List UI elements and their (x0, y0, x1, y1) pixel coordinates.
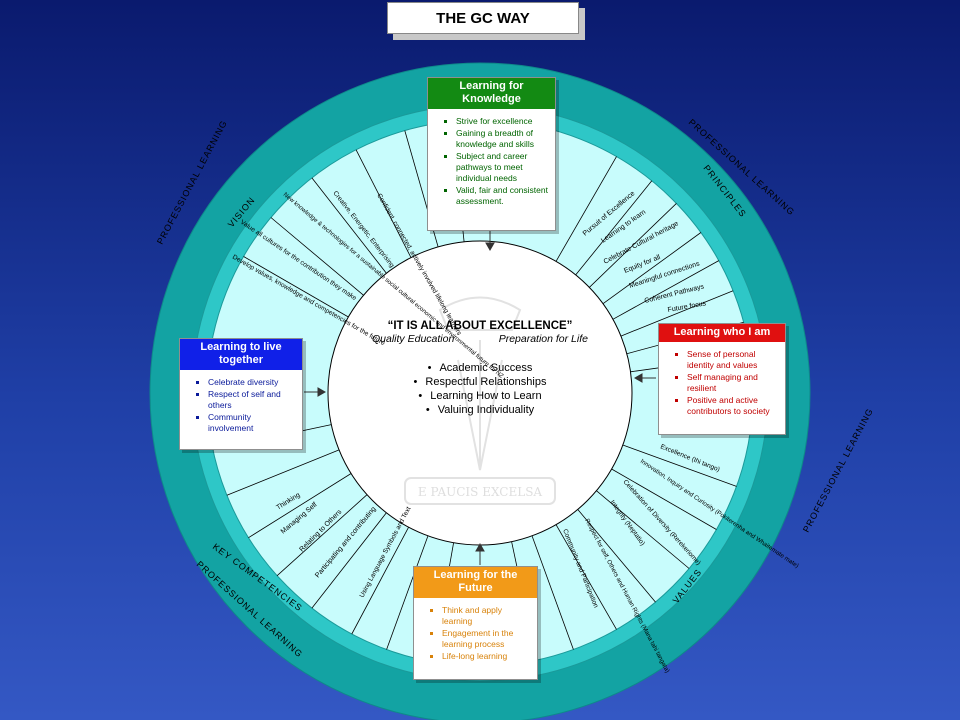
segment-divider (311, 177, 387, 274)
segment-divider (311, 512, 387, 609)
panel-item: Life-long learning (442, 651, 531, 662)
panel-learning-to-live-together: Learning to live together Celebrate dive… (179, 338, 303, 450)
panel-item: Engagement in the learning process (442, 628, 531, 650)
preparation-for-life-label: Preparation for Life (498, 333, 588, 345)
segment-divider (589, 203, 677, 288)
center-motto: “IT IS ALL ABOUT EXCELLENCE” (387, 320, 573, 332)
panel-item: Valid, fair and consistent assessment. (456, 185, 549, 207)
panel-item: Self managing and resilient (687, 372, 779, 394)
segment-divider (248, 473, 352, 539)
quality-education-label: Quality Education (372, 333, 455, 345)
segment-divider (555, 156, 617, 262)
segment-divider (612, 260, 719, 320)
segment-divider (531, 535, 574, 650)
crest-motto: E PAUCIS EXCELSA (418, 485, 543, 499)
center-bullet: Academic Success (362, 361, 598, 375)
panel-item: Strive for excellence (456, 116, 549, 127)
diagram-title: THE GC WAY (387, 2, 579, 34)
panel-item: Respect of self and others (208, 389, 296, 411)
segment-divider (577, 509, 656, 603)
panel-learning-for-the-future: Learning for the Future Think and apply … (413, 566, 538, 680)
panel-list: Strive for excellence Gaining a breadth … (428, 109, 555, 212)
panel-heading: Learning for the Future (414, 567, 537, 598)
panel-heading: Learning for Knowledge (428, 78, 555, 109)
panel-item: Celebrate diversity (208, 377, 296, 388)
segment-divider (351, 527, 409, 635)
panel-item: Subject and career pathways to meet indi… (456, 151, 549, 184)
segment-divider (243, 256, 349, 318)
center-bullet: Respectful Relationships (362, 375, 598, 389)
center-content: “IT IS ALL ABOUT EXCELLENCE” Quality Edu… (362, 320, 598, 417)
panel-list: Celebrate diversity Respect of self and … (180, 370, 302, 439)
panel-list: Sense of personal identity and values Se… (659, 342, 785, 422)
panel-item: Gaining a breadth of knowledge and skill… (456, 128, 549, 150)
center-bullet: Valuing Individuality (362, 403, 598, 417)
center-bullet: Learning How to Learn (362, 389, 598, 403)
center-subtitles: Quality Education Preparation for Life (362, 333, 598, 345)
segment-divider (611, 468, 717, 530)
segment-divider (270, 217, 364, 296)
panel-item: Positive and active contributors to soci… (687, 395, 779, 417)
segment-divider (276, 494, 368, 576)
panel-heading: Learning who I am (659, 324, 785, 342)
segment-divider (596, 490, 690, 569)
panel-learning-for-knowledge: Learning for Knowledge Strive for excell… (427, 77, 556, 231)
segment-divider (355, 149, 412, 258)
panel-heading: Learning to live together (180, 339, 302, 370)
panel-item: Think and apply learning (442, 605, 531, 627)
segment-divider (226, 449, 340, 496)
segment-divider (575, 180, 653, 276)
center-bullets: Academic Success Respectful Relationship… (362, 361, 598, 417)
panel-item: Community involvement (208, 412, 296, 434)
segment-divider (622, 444, 737, 487)
ring-label-professional-learning: PROFESSIONAL LEARNING (801, 406, 875, 534)
segment-divider (555, 524, 617, 630)
segment-divider (602, 232, 702, 305)
panel-item: Sense of personal identity and values (687, 349, 779, 371)
segment-divider (620, 290, 734, 337)
panel-list: Think and apply learning Engagement in t… (414, 598, 537, 667)
panel-learning-who-i-am: Learning who I am Sense of personal iden… (658, 323, 786, 435)
segment-divider (386, 535, 429, 650)
